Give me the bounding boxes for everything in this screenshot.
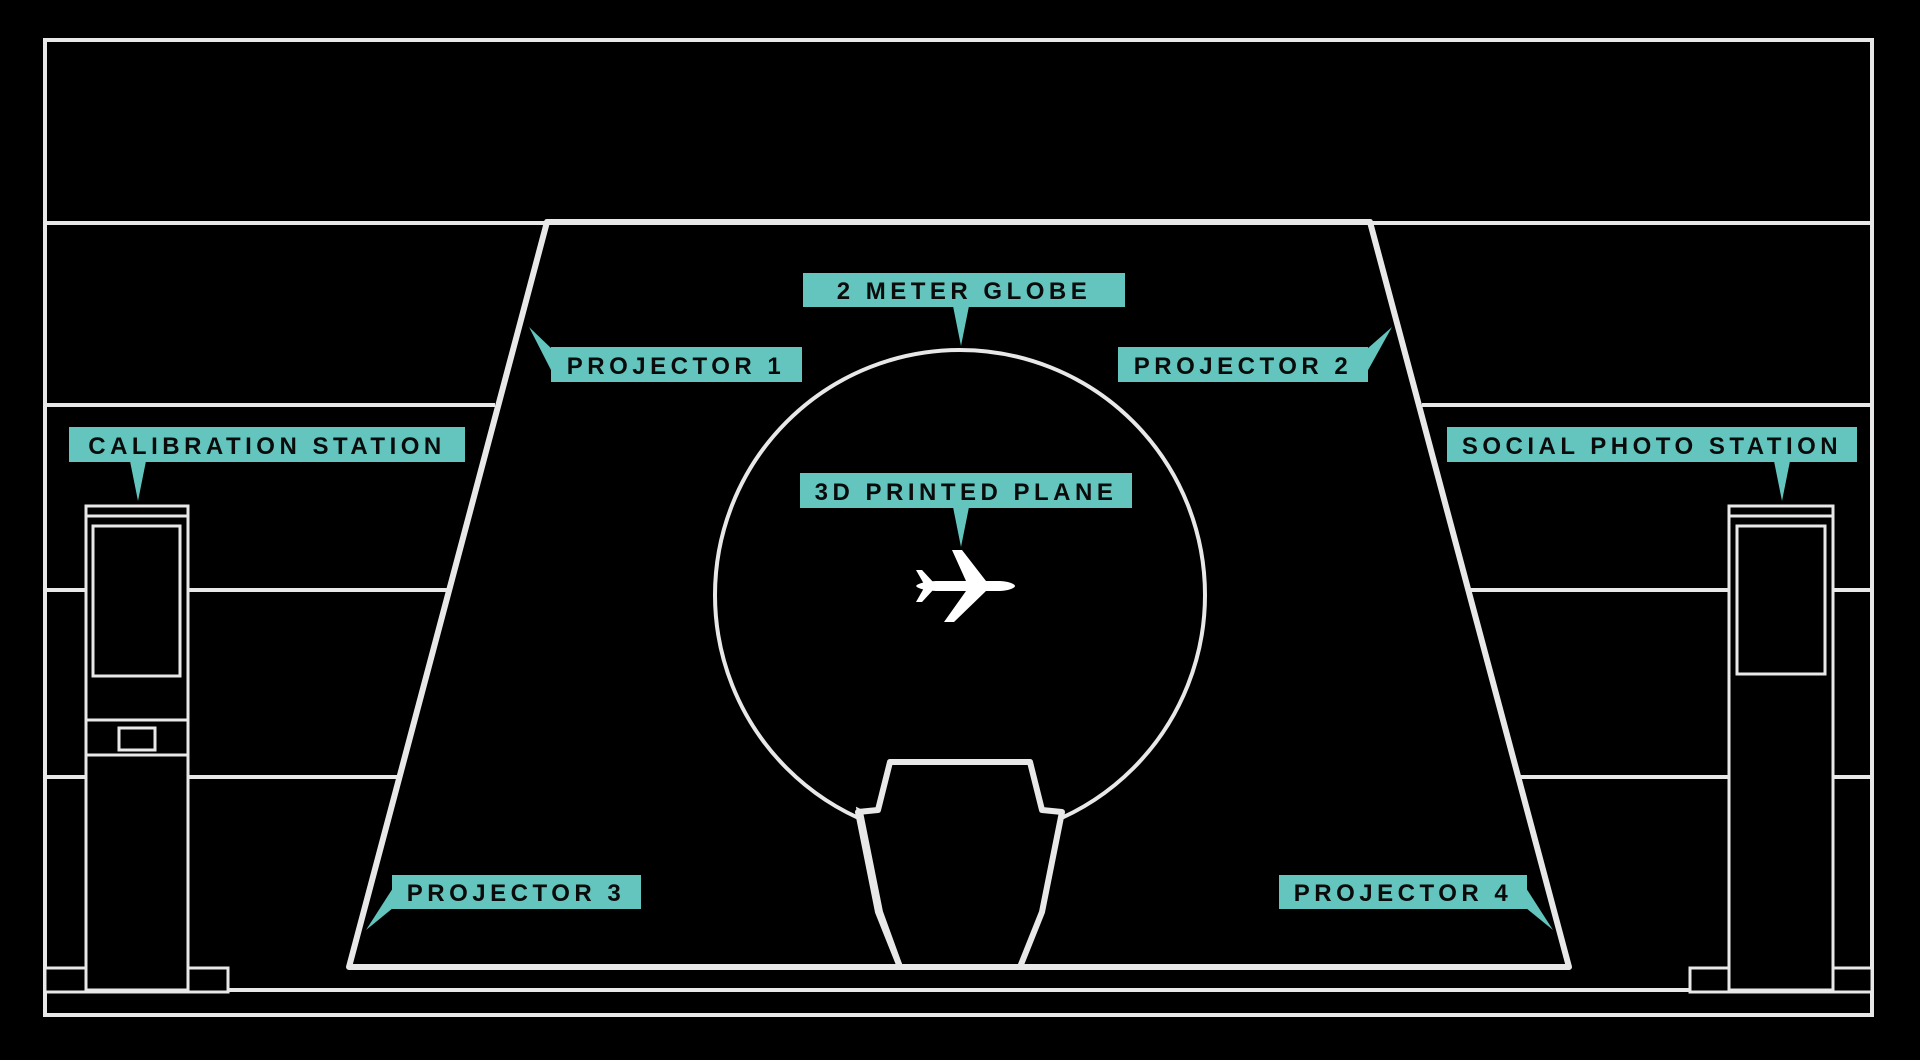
label-projector-3: PROJECTOR 3 [366,875,641,930]
label-calibration-station-text: CALIBRATION STATION [88,433,445,460]
label-globe-text: 2 METER GLOBE [837,278,1092,305]
label-social-photo-station-text: SOCIAL PHOTO STATION [1462,433,1842,460]
globe-entry-tunnel [855,759,1065,969]
label-3d-printed-plane-text: 3D PRINTED PLANE [815,479,1118,506]
label-projector-4-text: PROJECTOR 4 [1294,880,1512,907]
label-globe: 2 METER GLOBE [803,273,1125,346]
calibration-kiosk [43,504,230,994]
label-projector-2: PROJECTOR 2 [1118,327,1392,382]
label-projector-1-text: PROJECTOR 1 [567,353,785,380]
kiosk-slot [117,726,157,752]
label-calibration-station: CALIBRATION STATION [69,427,465,501]
label-projector-1: PROJECTOR 1 [529,327,802,382]
photo-kiosk [1688,504,1874,994]
label-social-photo-station: SOCIAL PHOTO STATION [1447,427,1857,501]
outer-frame [43,38,1874,1017]
label-projector-2-text: PROJECTOR 2 [1134,353,1352,380]
photo-kiosk-screen [1735,524,1827,676]
kiosk-screen [91,524,182,678]
label-3d-printed-plane: 3D PRINTED PLANE [800,473,1132,547]
airplane-icon [916,550,1015,622]
label-projector-4: PROJECTOR 4 [1279,875,1553,930]
label-projector-3-text: PROJECTOR 3 [407,880,625,907]
